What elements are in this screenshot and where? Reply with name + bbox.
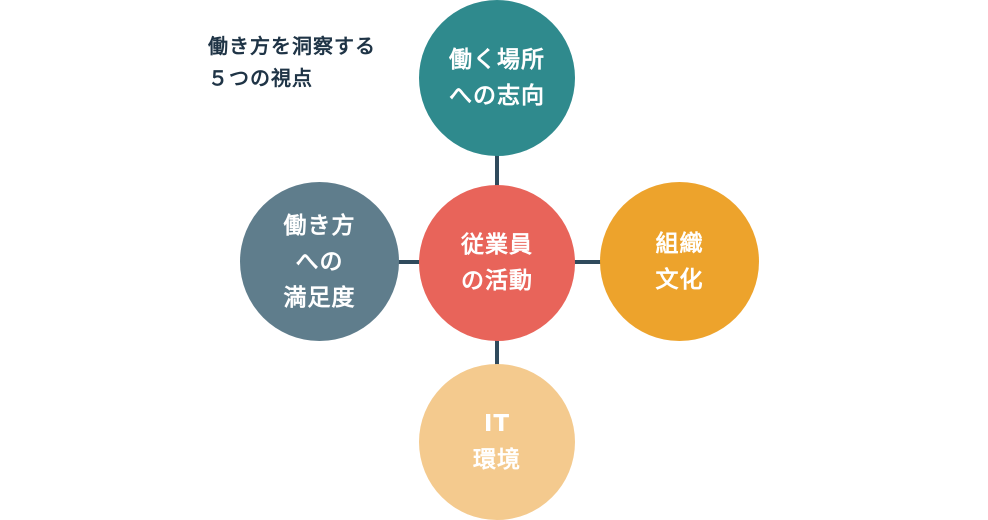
- node-label-line: 働く場所: [449, 47, 545, 73]
- node-label-line: への: [295, 248, 344, 275]
- node-label-line: への志向: [449, 83, 545, 109]
- node-label-line: 文化: [655, 266, 704, 293]
- caption-line-2: ５つの視点: [208, 66, 313, 90]
- diagram-caption: 働き方を洞察する ５つの視点: [208, 30, 376, 94]
- node-organizational-culture: 組織 文化: [600, 182, 759, 341]
- node-it-environment: IT 環境: [419, 364, 575, 520]
- node-label-line: IT: [483, 411, 511, 437]
- connector-center-top: [495, 155, 499, 187]
- node-work-satisfaction: 働き方 への 満足度: [240, 182, 399, 341]
- node-label-line: の活動: [461, 268, 533, 294]
- node-label-line: 満足度: [283, 284, 356, 311]
- node-label-line: 組織: [655, 230, 704, 257]
- node-label-line: 働き方: [283, 212, 356, 239]
- node-label-line: 従業員: [461, 232, 533, 258]
- connector-center-right: [573, 260, 602, 264]
- node-employee-activity: 従業員 の活動: [419, 185, 575, 341]
- node-workplace-preference: 働く場所 への志向: [419, 0, 575, 156]
- connector-center-left: [397, 260, 421, 264]
- node-label-line: 環境: [473, 447, 521, 473]
- caption-line-1: 働き方を洞察する: [208, 34, 376, 58]
- connector-center-bottom: [495, 339, 499, 366]
